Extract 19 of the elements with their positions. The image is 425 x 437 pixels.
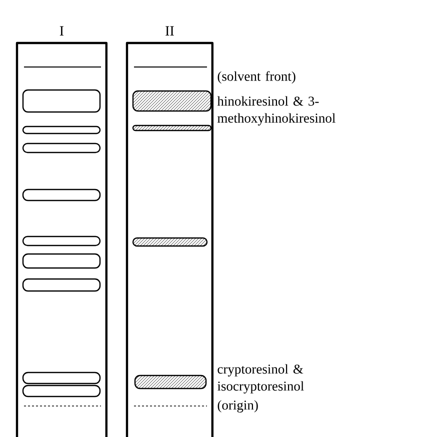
spot (132, 237, 208, 247)
spot (22, 236, 101, 246)
spot (132, 90, 212, 112)
spot (22, 126, 101, 134)
label: hinokiresinol & 3-methoxyhinokiresinol (217, 96, 336, 126)
tlc-plate: I (16, 26, 108, 437)
label: (solvent front) (218, 71, 296, 84)
spot (132, 124, 212, 132)
label: (origin) (218, 400, 258, 412)
spot (22, 188, 101, 202)
spot (22, 278, 101, 292)
spot (22, 372, 101, 384)
spot (22, 253, 101, 269)
spot (22, 142, 101, 154)
spot (134, 374, 207, 390)
tlc-plate: II (126, 26, 214, 437)
label: cryptoresinol & isocryptoresinol (217, 364, 304, 394)
spot (22, 384, 101, 398)
spot (22, 89, 101, 113)
